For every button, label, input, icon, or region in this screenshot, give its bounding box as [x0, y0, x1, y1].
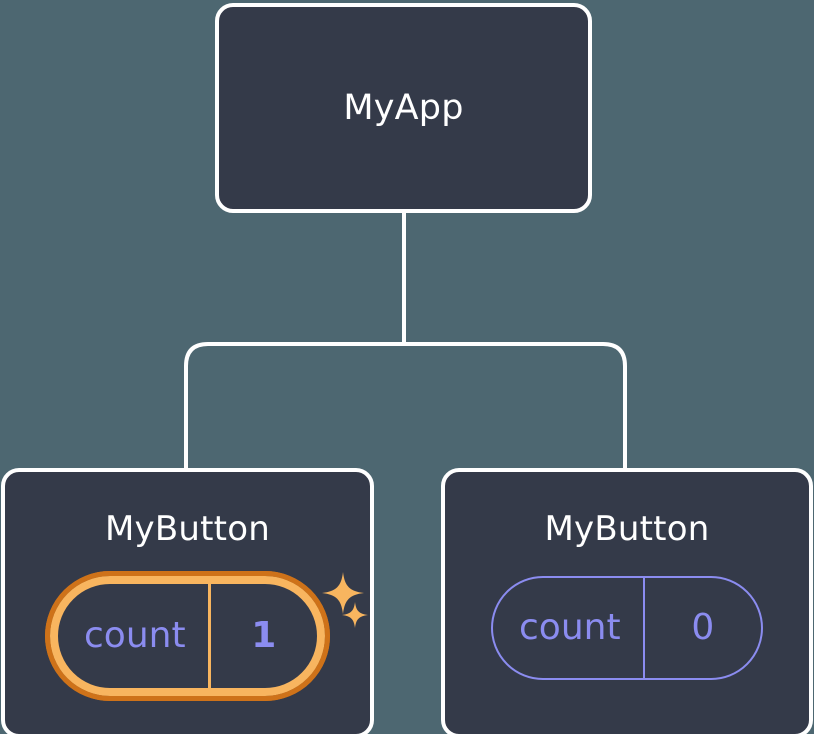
node-mybutton-right[interactable]: MyButton count 0	[441, 468, 813, 738]
state-hook-count-idle[interactable]: count 0	[491, 576, 763, 680]
node-mybutton-left[interactable]: MyButton count 1	[1, 468, 374, 738]
state-key: count	[519, 607, 621, 648]
node-myapp[interactable]: MyApp	[215, 3, 592, 213]
state-hook-wrap-right: count 0	[491, 576, 763, 680]
node-title: MyButton	[544, 509, 710, 549]
sparkle-icon	[342, 602, 368, 628]
node-title: MyButton	[105, 509, 270, 549]
node-title: MyApp	[343, 87, 464, 128]
sparkle-icon	[322, 572, 364, 614]
state-value: 0	[691, 607, 715, 648]
state-hook-wrap-left: count 1	[45, 571, 368, 701]
state-divider	[207, 584, 211, 688]
state-value: 1	[251, 615, 277, 656]
state-divider	[642, 578, 645, 678]
connector-branch	[184, 342, 627, 470]
state-key: count	[84, 615, 186, 656]
state-hook-count-active[interactable]: count 1	[45, 571, 330, 701]
